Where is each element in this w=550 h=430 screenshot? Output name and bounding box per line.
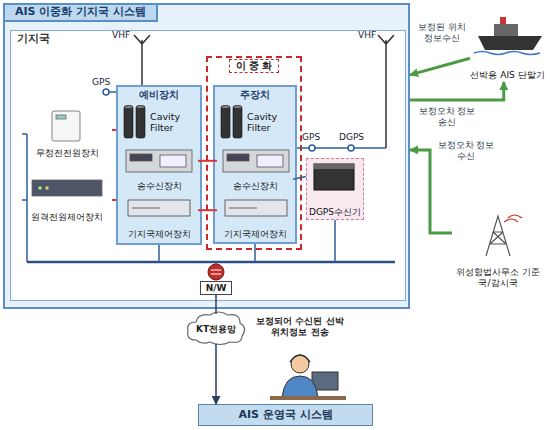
network-box: N/W: [200, 281, 232, 295]
tower-icon: [486, 215, 522, 256]
connector: [410, 58, 470, 75]
connector: [410, 150, 452, 233]
node-text: 기지국제어장치: [128, 229, 191, 239]
node-text: 이 중 화: [229, 59, 280, 73]
router-icon: [208, 264, 224, 280]
red-links: [112, 130, 116, 200]
node-text: 기지국: [17, 33, 50, 46]
connector: [215, 295, 217, 314]
node-text: 송수신장치: [233, 181, 278, 191]
signal-label: GPS: [92, 77, 110, 87]
node-text: 원격전원제어장치: [31, 212, 103, 222]
cloud-shape: [188, 312, 245, 345]
antennas: [134, 35, 394, 148]
node-text: AIS 운영국 시스템: [238, 409, 332, 422]
signal-label: DGPS: [339, 132, 364, 142]
node-text: KT전용망: [196, 324, 236, 334]
wires: [22, 89, 395, 264]
power-device-icons: [32, 111, 102, 196]
node-text: 선박용 AIS 단말기: [470, 70, 544, 80]
signal-label: VHF: [358, 30, 376, 40]
connector: [198, 160, 217, 162]
edge-label: 보정되어 수신된 선박 위치정보 전송: [252, 316, 348, 338]
node-text: 위성항법사무소 기준국/감시국: [452, 267, 544, 288]
node-text: 송수신장치: [137, 181, 182, 191]
node-text: Cavity Filter: [247, 112, 293, 134]
signal-label: VHF: [112, 30, 130, 40]
node-text: N/W: [206, 283, 227, 293]
connector: [215, 344, 217, 404]
connector: [293, 177, 306, 180]
node-text: 예비장치: [118, 89, 200, 101]
signal-label: GPS: [302, 132, 320, 142]
ship-icon: [474, 17, 542, 55]
node-text: AIS 이중화 기지국 시스템: [3, 3, 158, 22]
operations-box: AIS 운영국 시스템: [198, 404, 373, 426]
dgps-receiver-icon: [314, 164, 354, 190]
node-text: 기지국제어장치: [224, 229, 287, 239]
connector: [198, 209, 217, 211]
reference-station: 위성항법사무소 기준국/감시국: [452, 212, 544, 290]
node-text: DGPS수신기: [309, 207, 361, 217]
cavity-filter-icons: [124, 106, 242, 139]
edge-label: 보정오차 정보수신: [436, 140, 496, 162]
node-text: Cavity Filter: [150, 112, 198, 134]
node-text: 무정전전원장치: [36, 148, 99, 158]
edge-label: 보정오차 정보송신: [418, 106, 476, 128]
controller-icons: [128, 200, 287, 216]
edge-label: 보정된 위치정보수신: [414, 22, 470, 44]
connector: [410, 82, 504, 100]
operator-illustration: [270, 355, 346, 400]
transceiver-icons: [126, 150, 289, 172]
node-text: 주장치: [215, 89, 295, 101]
